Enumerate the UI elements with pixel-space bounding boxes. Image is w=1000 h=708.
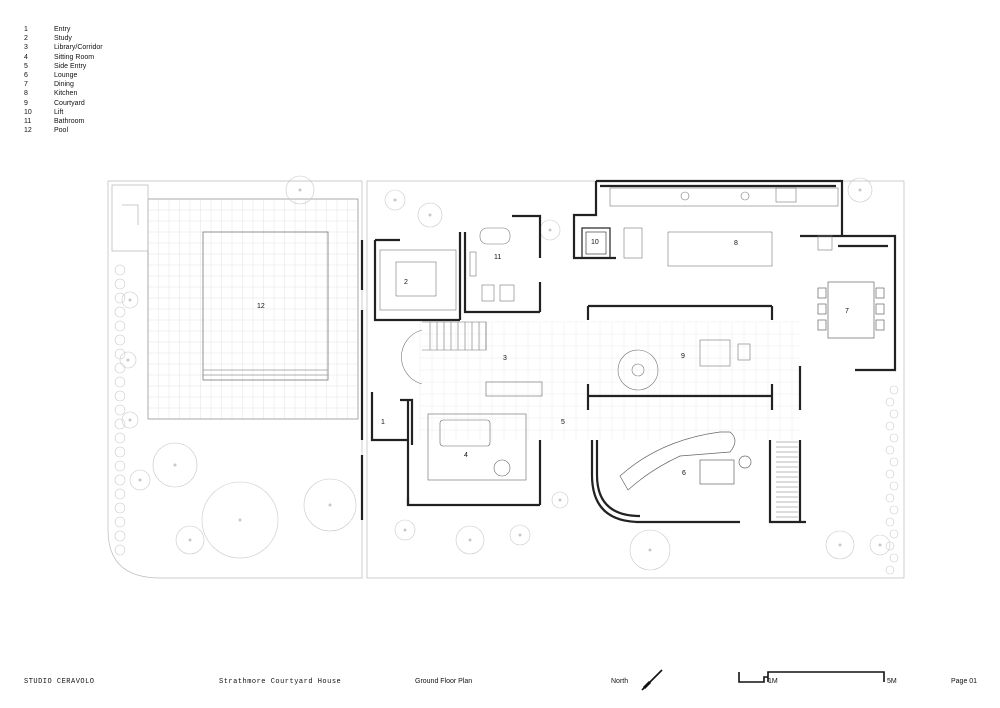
- legend-item: 9 Courtyard: [24, 99, 103, 108]
- room-label-11: 11: [494, 254, 501, 261]
- room-label-3: 3: [503, 355, 507, 362]
- tree: [119, 351, 137, 369]
- tree: [129, 469, 151, 491]
- tree: [285, 175, 315, 205]
- legend-label: Entry: [54, 26, 71, 33]
- lift: [581, 227, 643, 259]
- legend-item: 2 Study: [24, 34, 103, 43]
- lounge-furniture: [619, 431, 752, 491]
- legend-number: 3: [24, 44, 28, 52]
- legend-item: 11 Bathroom: [24, 117, 103, 126]
- legend-label: Kitchen: [54, 90, 78, 98]
- tree: [417, 202, 443, 228]
- page-number: Page 01: [951, 678, 978, 685]
- stair: [401, 321, 487, 385]
- drawing-title: Ground Floor Plan: [415, 678, 473, 685]
- studio-name: STUDIO CERAVOLO: [24, 678, 95, 686]
- tree: [825, 530, 855, 560]
- courtyard-floor-grid: [419, 321, 800, 440]
- ground-floor-plan: 1 2 3 4 5 6 7 8 9 10 11 12: [107, 175, 905, 579]
- tree: [629, 529, 671, 571]
- legend-number: 1: [24, 26, 28, 33]
- tree: [539, 219, 561, 241]
- legend-label: Sitting Room: [54, 53, 95, 61]
- legend-number: 2: [24, 35, 28, 43]
- legend-label: Lift: [54, 108, 64, 116]
- tree: [152, 442, 198, 488]
- legend-label: Library/Corridor: [54, 44, 103, 52]
- tree: [201, 481, 279, 559]
- legend-number: 5: [24, 62, 28, 70]
- legend-item: 8 Kitchen: [24, 89, 103, 98]
- pool-paving-grid: [147, 198, 359, 420]
- room-label-9: 9: [681, 353, 685, 360]
- pool: [111, 184, 359, 420]
- legend-item: 5 Side Entry: [24, 62, 103, 71]
- room-label-2: 2: [404, 279, 408, 286]
- project-name: Strathmore Courtyard House: [219, 678, 342, 686]
- garden-planting: [114, 175, 899, 575]
- tree: [394, 519, 416, 541]
- courtyard-furniture: [617, 339, 751, 391]
- legend-item: 4 Sitting Room: [24, 53, 103, 62]
- legend-label: Bathroom: [54, 118, 85, 126]
- sitting-room-furniture: [427, 381, 543, 481]
- tree: [303, 478, 357, 532]
- room-label-8: 8: [734, 240, 738, 247]
- tree: [551, 491, 569, 509]
- north-label: North: [611, 678, 629, 685]
- legend-label: Courtyard: [54, 99, 85, 107]
- title-block: STUDIO CERAVOLO Strathmore Courtyard Hou…: [0, 669, 1000, 692]
- legend-label: Lounge: [54, 72, 78, 80]
- legend-item: 3 Library/Corridor: [24, 43, 103, 52]
- tree: [175, 525, 205, 555]
- room-label-7: 7: [845, 308, 849, 315]
- tree: [847, 177, 873, 203]
- room-label-4: 4: [464, 452, 468, 459]
- room-labels: 1 2 3 4 5 6 7 8 9 10 11 12: [257, 239, 849, 477]
- legend-number: 8: [24, 90, 28, 98]
- legend-number: 11: [24, 118, 32, 126]
- tree: [121, 291, 139, 309]
- legend-item: 10 Lift: [24, 108, 103, 117]
- legend-item: 12 Pool: [24, 126, 103, 135]
- study-desk: [379, 249, 457, 311]
- north-arrow-icon: [641, 669, 663, 691]
- legend-label: Pool: [54, 127, 69, 135]
- room-label-6: 6: [682, 470, 686, 477]
- legend-item: 7 Dining: [24, 80, 103, 89]
- legend-number: 7: [24, 81, 28, 89]
- legend-number: 10: [24, 108, 32, 116]
- room-label-10: 10: [591, 239, 599, 246]
- tree: [455, 525, 485, 555]
- site-boundary: [107, 180, 905, 579]
- house-walls: [360, 179, 897, 524]
- room-label-5: 5: [561, 419, 565, 426]
- legend-item: 6 Lounge: [24, 71, 103, 80]
- legend-label: Side Entry: [54, 62, 87, 70]
- tree: [869, 534, 891, 556]
- legend-number: 12: [24, 127, 32, 135]
- scale-label-1m: 1M: [768, 678, 778, 685]
- room-label-12: 12: [257, 303, 265, 310]
- scale-bar: [738, 671, 885, 683]
- tree: [509, 524, 531, 546]
- dining-table: [817, 281, 885, 339]
- legend-label: Study: [54, 35, 72, 43]
- bathroom-fittings: [469, 227, 515, 302]
- legend-number: 9: [24, 99, 28, 107]
- legend-number: 4: [24, 53, 28, 61]
- room-label-1: 1: [381, 419, 385, 426]
- tree: [384, 189, 406, 211]
- tree: [121, 411, 139, 429]
- legend-item: 1 Entry: [24, 25, 103, 34]
- kitchen-joinery: [609, 187, 839, 267]
- room-legend: 1 Entry 2 Study 3 Library/Corridor 4 Sitting Ro…: [24, 25, 103, 135]
- legend-number: 6: [24, 72, 28, 80]
- legend-label: Dining: [54, 81, 74, 89]
- east-steps: [776, 441, 798, 518]
- scale-label-5m: 5M: [887, 678, 897, 685]
